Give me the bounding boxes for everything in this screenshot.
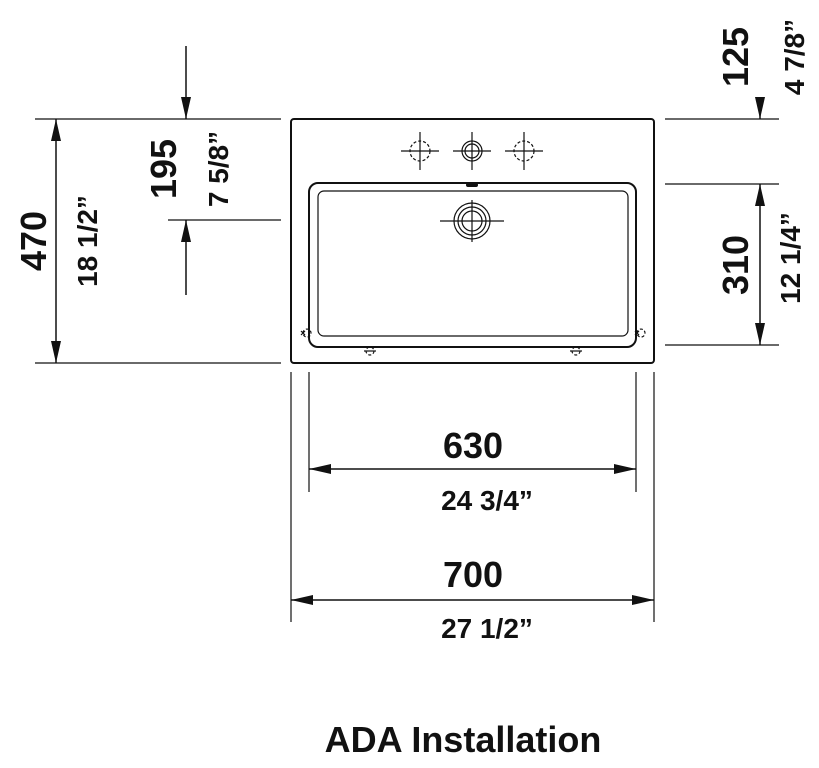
- rim-to-basin-mm: 125: [715, 27, 756, 87]
- basin-inner-outline: [317, 190, 629, 337]
- depth-overall-mm: 470: [13, 211, 54, 271]
- depth-overall-in: 18 1/2”: [72, 195, 103, 287]
- tap-hole-offset-in: 7 5/8”: [203, 131, 234, 207]
- drawing-caption: ADA Installation: [325, 719, 602, 760]
- optional-tap-hole-icon: [401, 132, 439, 170]
- dimension-width-overall: 700 27 1/2”: [290, 372, 655, 644]
- dimension-rim-to-basin: 125 4 7/8”: [665, 19, 810, 120]
- sink-plan: [290, 118, 655, 364]
- optional-tap-hole-icon: [505, 132, 543, 170]
- fixing-point-icon: [364, 346, 376, 356]
- width-overall-in: 27 1/2”: [441, 613, 533, 644]
- width-overall-mm: 700: [443, 554, 503, 595]
- tap-hole-icon: [453, 132, 491, 170]
- basin-depth-mm: 310: [715, 235, 756, 295]
- basin-width-mm: 630: [443, 425, 503, 466]
- fixing-point-icon: [634, 328, 646, 338]
- dimension-basin-depth: 310 12 1/4”: [665, 183, 806, 346]
- rim-to-basin-in: 4 7/8”: [779, 19, 810, 95]
- dimension-basin-width: 630 24 3/4”: [308, 372, 637, 516]
- overflow-icon: [466, 183, 478, 187]
- drain-icon: [440, 200, 504, 242]
- tap-hole-offset-mm: 195: [143, 139, 184, 199]
- dimension-depth-overall: 470 18 1/2”: [13, 118, 281, 364]
- fixing-point-icon: [300, 328, 312, 338]
- basin-width-in: 24 3/4”: [441, 485, 533, 516]
- basin-depth-in: 12 1/4”: [775, 212, 806, 304]
- dimension-tap-hole-offset: 195 7 5/8”: [143, 46, 281, 295]
- fixing-point-icon: [570, 346, 582, 356]
